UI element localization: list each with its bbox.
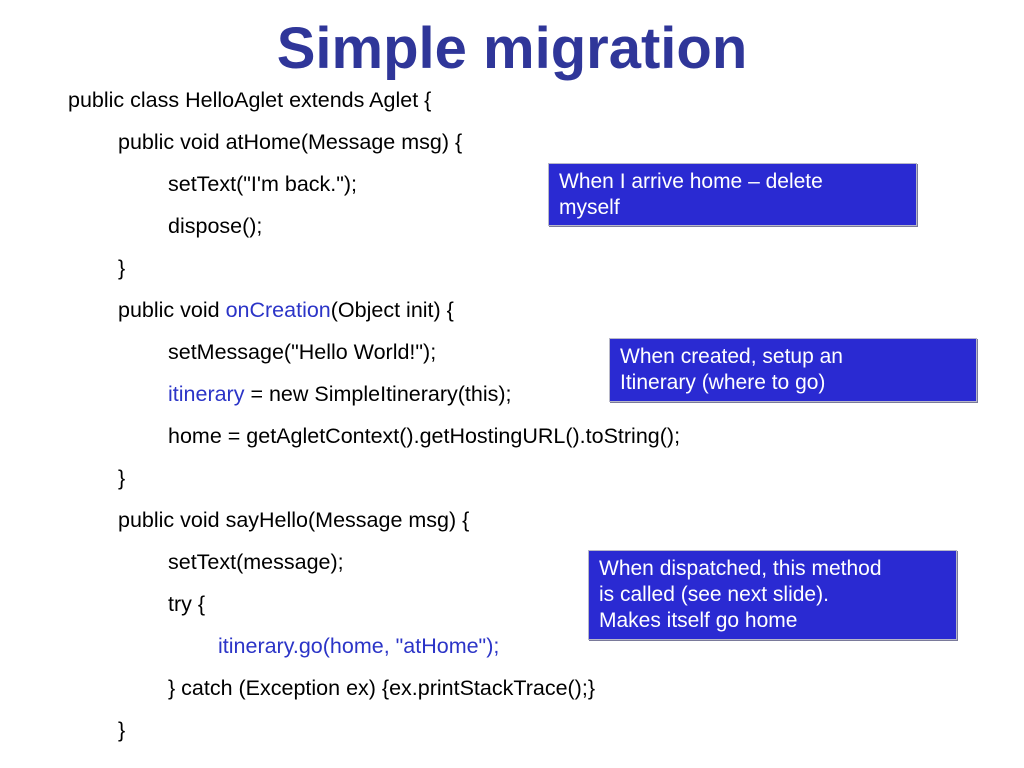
callout-dispatched: When dispatched, this method is called (s… <box>588 550 957 640</box>
code-text: setMessage("Hello World!"); <box>168 340 437 364</box>
callout-line: When created, setup an <box>620 345 843 368</box>
code-line: } <box>118 715 125 745</box>
code-text: try { <box>168 592 206 616</box>
callout-line: Itinerary (where to go) <box>620 371 826 394</box>
code-line: public class HelloAglet extends Aglet { <box>68 85 431 115</box>
code-line: setText(message); <box>168 547 344 577</box>
code-text: setText("I'm back."); <box>168 172 358 196</box>
code-line: } <box>118 253 125 283</box>
code-line: public void sayHello(Message msg) { <box>118 505 469 535</box>
code-text: } <box>118 718 126 742</box>
code-line: public void onCreation(Object init) { <box>118 295 454 325</box>
callout-line: When dispatched, this method <box>599 557 882 580</box>
code-text: home = getAgletContext().getHostingURL()… <box>168 424 681 448</box>
code-line: setText("I'm back."); <box>168 169 357 199</box>
code-line: try { <box>168 589 205 619</box>
code-highlight: itinerary <box>168 382 245 406</box>
code-line: setMessage("Hello World!"); <box>168 337 436 367</box>
callout-line: myself <box>559 196 620 219</box>
code-highlight: onCreation <box>225 298 331 322</box>
callout-line: Makes itself go home <box>599 609 798 632</box>
code-line: } <box>118 463 125 493</box>
code-line: itinerary.go(home, "atHome"); <box>218 631 499 661</box>
callout-delete-myself: When I arrive home – delete myself <box>548 163 917 226</box>
code-text: dispose(); <box>168 214 263 238</box>
code-text: } catch (Exception ex) {ex.printStackTra… <box>168 676 595 700</box>
code-line: public void atHome(Message msg) { <box>118 127 462 157</box>
code-text: public class HelloAglet extends Aglet { <box>68 88 432 112</box>
code-text: public void atHome(Message msg) { <box>118 130 463 154</box>
slide-title: Simple migration <box>276 16 748 81</box>
code-line: home = getAgletContext().getHostingURL()… <box>168 421 680 451</box>
code-line: itinerary = new SimpleItinerary(this); <box>168 379 512 409</box>
code-line: } catch (Exception ex) {ex.printStackTra… <box>168 673 595 703</box>
code-text: = new SimpleItinerary(this); <box>244 382 512 406</box>
code-text: public void sayHello(Message msg) { <box>118 508 470 532</box>
code-text: public void <box>118 298 226 322</box>
code-text: } <box>118 256 126 280</box>
callout-setup-itinerary: When created, setup an Itinerary (where t… <box>609 338 977 402</box>
code-highlight: itinerary.go(home, "atHome"); <box>218 634 500 658</box>
code-text: (Object init) { <box>330 298 454 322</box>
code-text: setText(message); <box>168 550 344 574</box>
code-text: } <box>118 466 126 490</box>
callout-line: is called (see next slide). <box>599 583 829 606</box>
code-line: dispose(); <box>168 211 262 241</box>
callout-line: When I arrive home – delete <box>559 170 823 193</box>
